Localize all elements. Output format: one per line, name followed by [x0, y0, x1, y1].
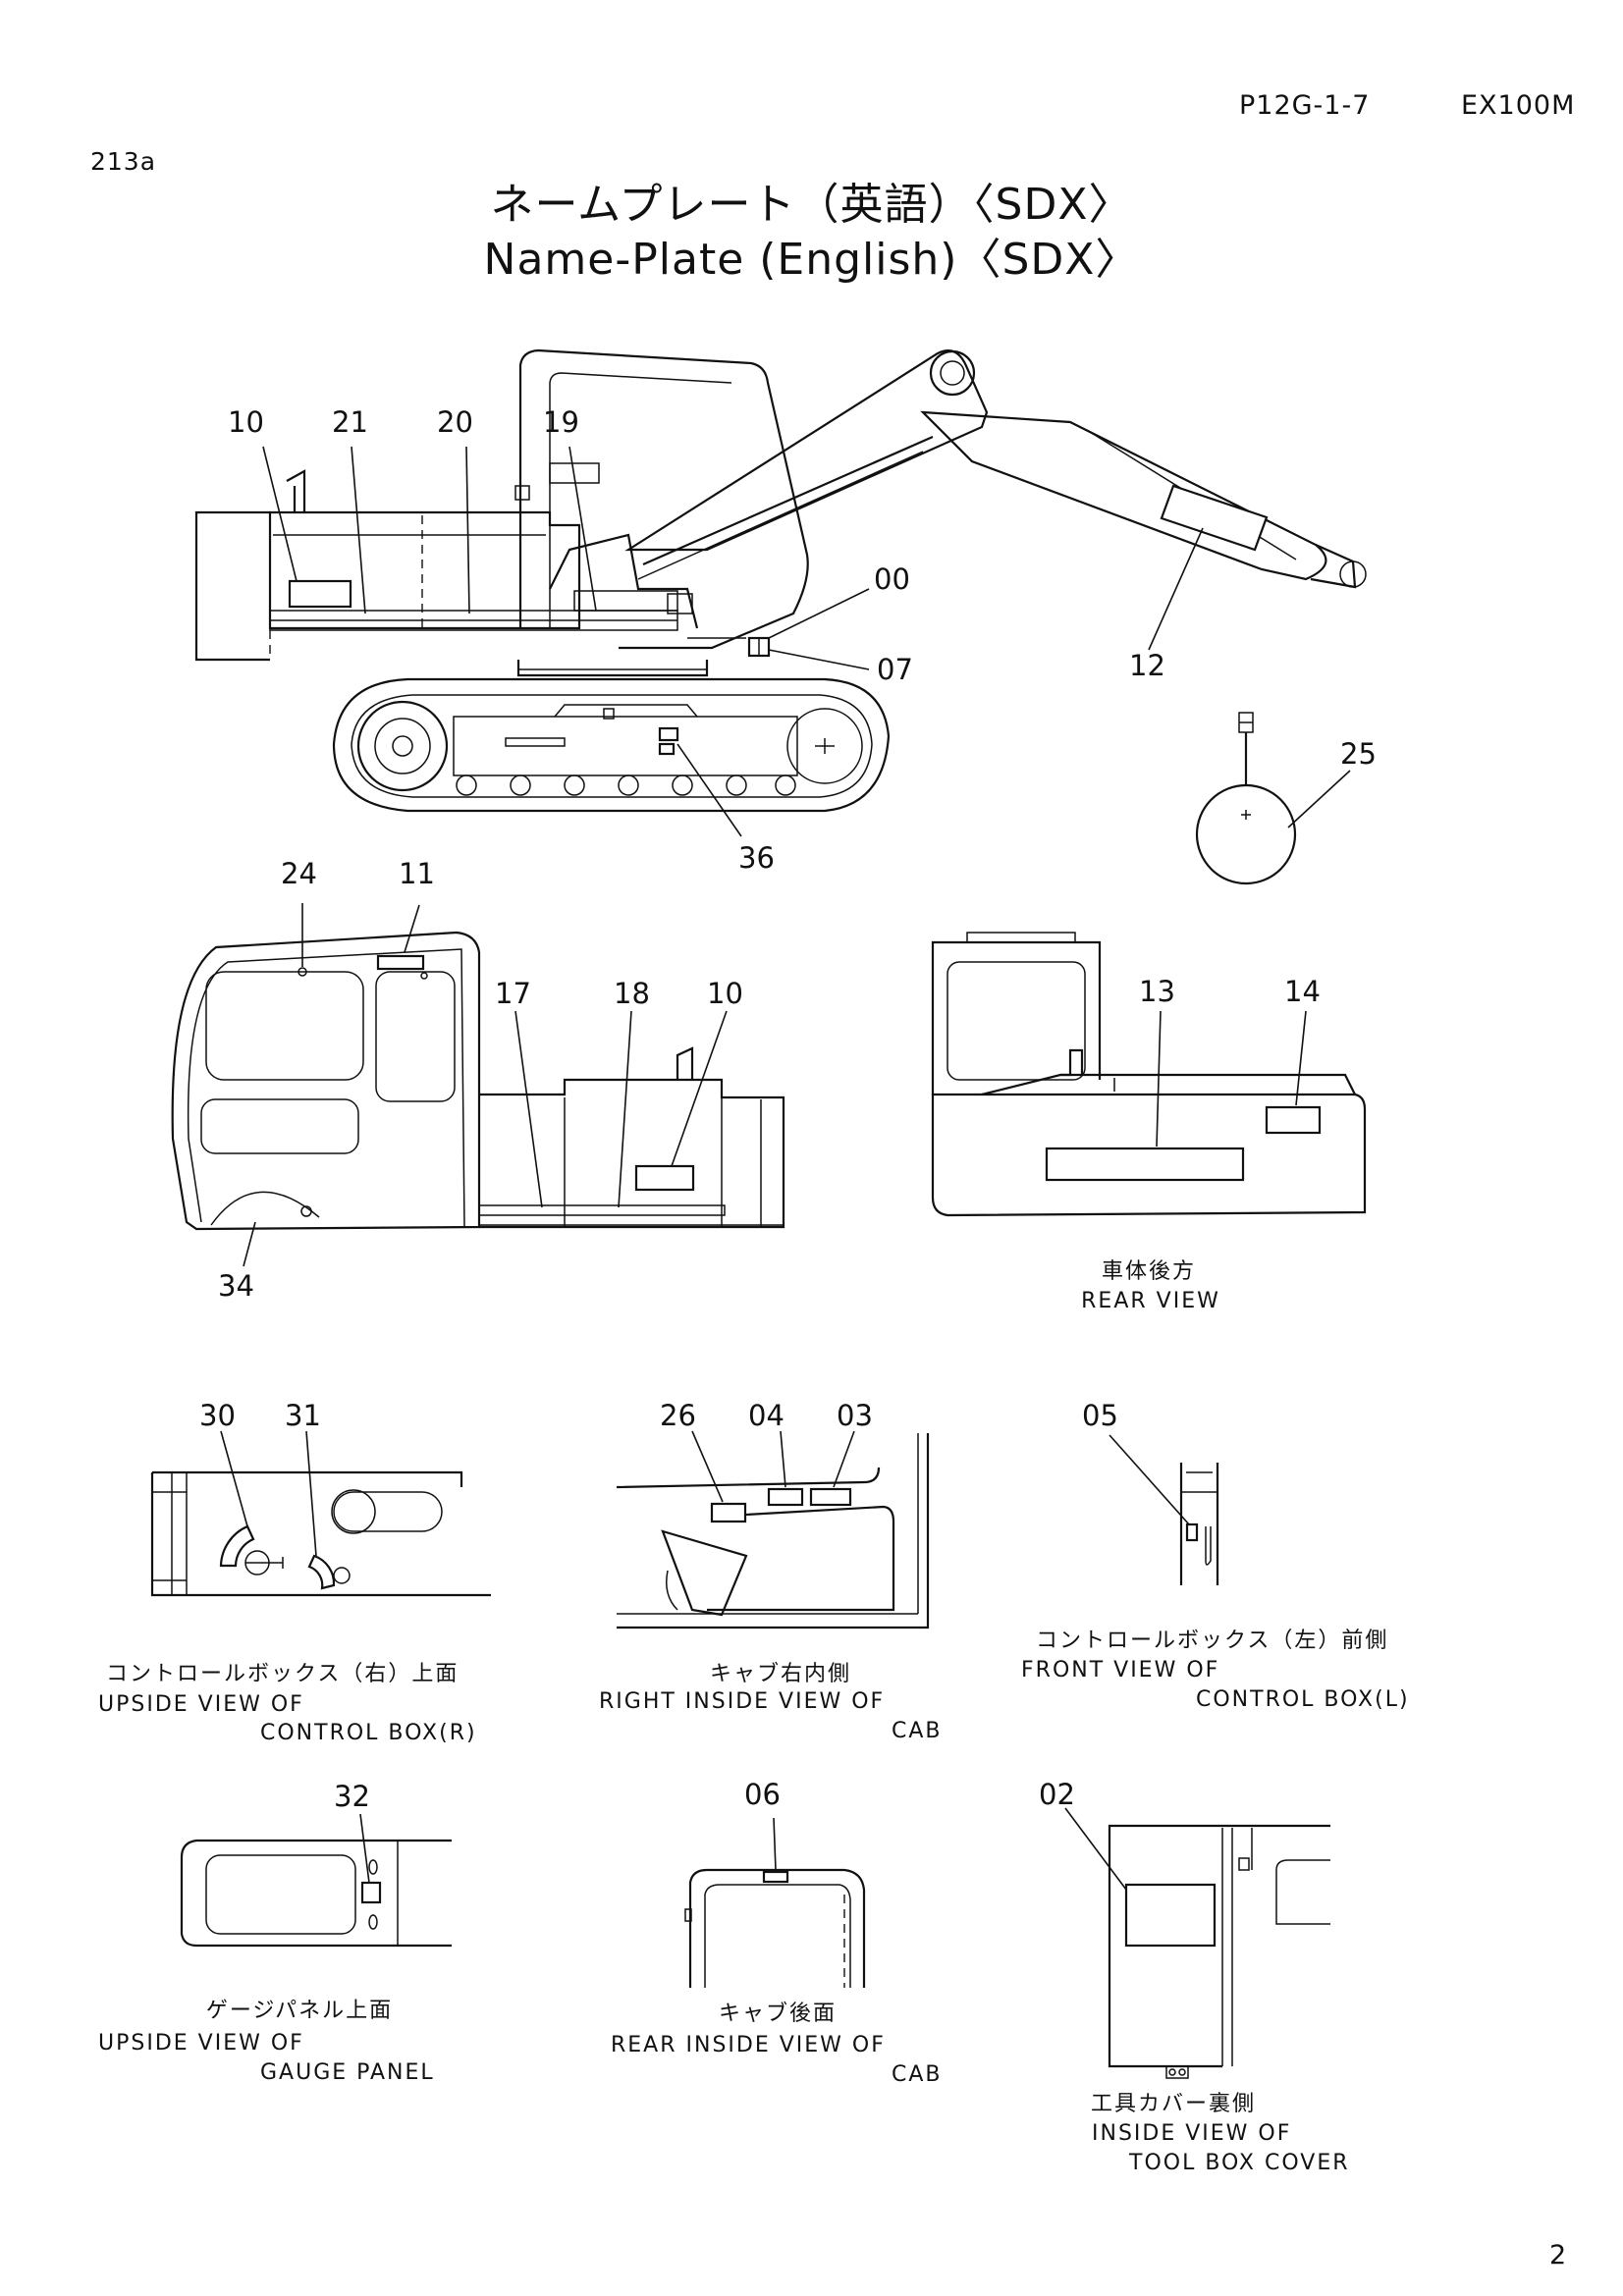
callout-10: 10	[228, 405, 264, 439]
page-number: 2	[1549, 2240, 1568, 2270]
callout-36: 36	[738, 841, 775, 875]
callout-25: 25	[1340, 737, 1377, 771]
callout-02: 02	[1039, 1778, 1075, 1811]
gauge-panel-view	[180, 1839, 452, 1948]
cab-front-view	[171, 931, 785, 1231]
cbl-leader	[1109, 1434, 1190, 1525]
callout-12: 12	[1129, 649, 1165, 682]
callout-30: 30	[199, 1399, 236, 1432]
callout-07: 07	[877, 653, 913, 686]
side-view-leaders	[262, 446, 1204, 837]
rearcab-caption-en1: REAR INSIDE VIEW OF	[611, 2033, 886, 2057]
title-japanese: ネームプレート（英語）〈SDX〉	[490, 180, 1133, 230]
model-code: EX100M	[1461, 90, 1576, 121]
callout-19: 19	[543, 405, 579, 439]
callout-04: 04	[748, 1399, 784, 1432]
rear-view-leaders	[1156, 1010, 1307, 1148]
cab-right-inside-leaders	[691, 1430, 855, 1503]
callout-18: 18	[614, 977, 650, 1010]
rcab-caption-en1: RIGHT INSIDE VIEW OF	[599, 1689, 885, 1714]
callout-20: 20	[437, 405, 473, 439]
callout-06: 06	[744, 1778, 781, 1811]
callout-21: 21	[332, 405, 368, 439]
callout-11: 11	[399, 857, 435, 890]
rear-view	[931, 932, 1367, 1217]
cab-rear-inside-view	[684, 1868, 866, 1988]
callout-34: 34	[218, 1269, 254, 1303]
cbl-caption-jp: コントロールボックス（左）前側	[1036, 1629, 1388, 1653]
callout-31: 31	[285, 1399, 321, 1432]
callout-00: 00	[874, 562, 910, 596]
callout-26: 26	[660, 1399, 696, 1432]
callout-32: 32	[334, 1780, 370, 1813]
rear-view-caption-en: REAR VIEW	[1081, 1289, 1220, 1313]
excavator-side-view	[194, 348, 1367, 813]
rcab-caption-jp: キャブ右内側	[710, 1662, 851, 1686]
callout-10-cab: 10	[707, 977, 743, 1010]
rearcab-caption-jp: キャブ後面	[719, 2002, 837, 2026]
tag-ring	[1195, 712, 1351, 885]
gp-caption-en2: GAUGE PANEL	[260, 2060, 435, 2085]
callout-24: 24	[281, 857, 317, 890]
tool-caption-jp: 工具カバー裏側	[1091, 2092, 1256, 2116]
cbl-caption-en2: CONTROL BOX(L)	[1196, 1687, 1410, 1712]
title-english: Name-Plate (English)〈SDX〉	[483, 235, 1140, 285]
tool-caption-en1: INSIDE VIEW OF	[1092, 2121, 1291, 2146]
page-code: P12G-1-7	[1239, 90, 1371, 121]
gp-caption-jp: ゲージパネル上面	[206, 1999, 393, 2023]
callout-14: 14	[1284, 975, 1321, 1008]
cbl-caption-en1: FRONT VIEW OF	[1021, 1658, 1219, 1682]
cab-right-inside-view	[616, 1433, 930, 1629]
rear-view-caption-jp: 車体後方	[1102, 1259, 1196, 1284]
rearcab-caption-en2: CAB	[892, 2062, 943, 2087]
gp-leader	[359, 1813, 370, 1884]
gp-caption-en1: UPSIDE VIEW OF	[98, 2031, 304, 2056]
tool-box-cover-view	[1108, 1824, 1330, 2079]
callout-03: 03	[837, 1399, 873, 1432]
cbr-caption-jp: コントロールボックス（右）上面	[106, 1662, 459, 1686]
sheet-ref: 213a	[90, 147, 157, 176]
rcab-caption-en2: CAB	[892, 1719, 943, 1743]
cbr-caption-en1: UPSIDE VIEW OF	[98, 1692, 304, 1717]
tool-caption-en2: TOOL BOX COVER	[1128, 2151, 1350, 2175]
tool-leader	[1064, 1807, 1127, 1891]
callout-13: 13	[1139, 975, 1175, 1008]
control-box-right-leaders	[220, 1430, 317, 1557]
rearcab-leader	[773, 1817, 777, 1871]
cab-view-leaders	[243, 903, 728, 1267]
control-box-left-view	[1179, 1463, 1219, 1585]
cbr-caption-en2: CONTROL BOX(R)	[260, 1721, 477, 1745]
callout-17: 17	[495, 977, 531, 1010]
control-box-right-view	[150, 1470, 491, 1597]
callout-05: 05	[1082, 1399, 1118, 1432]
